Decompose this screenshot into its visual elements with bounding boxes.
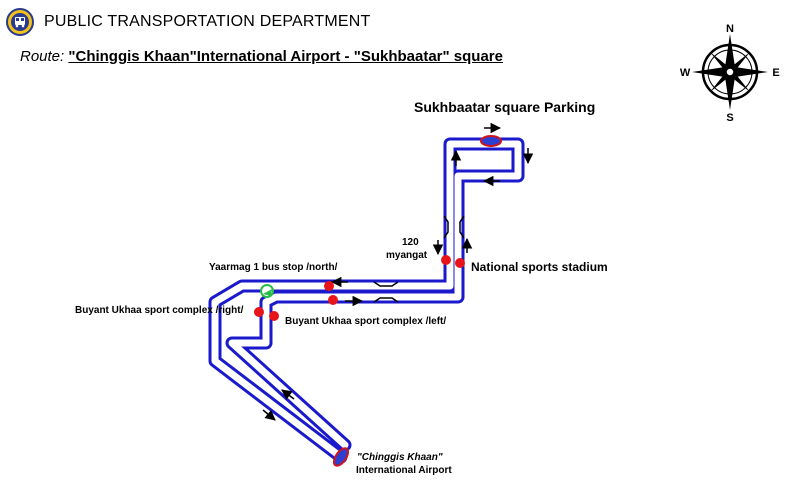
compass-rose-icon: N S W E [680, 23, 780, 122]
route-label: Route: [20, 48, 65, 65]
label-buyant-left: Buyant Ukhaa sport complex /left/ [285, 316, 447, 327]
direction-arrows [262, 122, 534, 421]
overpass-marker-horizontal [373, 281, 399, 303]
label-national-stadium: National sports stadium [471, 260, 608, 274]
department-title: PUBLIC TRANSPORTATION DEPARTMENT [44, 13, 371, 30]
route-title: Route: "Chinggis Khaan"International Air… [20, 48, 503, 65]
label-myangat-name: myangat [386, 250, 428, 261]
label-myangat-number: 120 [402, 237, 419, 248]
start-marker-icon [260, 284, 274, 298]
compass-north-label: N [726, 23, 734, 35]
terminal-sukhbaatar [480, 135, 502, 147]
compass-west-label: W [680, 67, 691, 79]
arrow-diag-up [281, 389, 295, 400]
label-sukhbaatar-parking: Sukhbaatar square Parking [414, 99, 596, 115]
label-buyant-right: Buyant Ukhaa sport complex /right/ [75, 305, 244, 316]
compass-south-label: S [726, 112, 733, 122]
stop-yaarmag-north [324, 281, 334, 291]
route-path [208, 137, 525, 464]
stop-national-stadium [455, 258, 465, 268]
stop-buyant-left [269, 311, 279, 321]
arrow-diag-down [262, 409, 276, 421]
route-path-inner [211, 140, 522, 461]
label-yaarmag: Yaarmag 1 bus stop /north/ [209, 262, 338, 273]
compass-east-label: E [772, 67, 779, 79]
label-airport-line2: International Airport [356, 465, 452, 476]
route-name: "Chinggis Khaan"International Airport - … [68, 48, 503, 65]
label-airport-line1: "Chinggis Khaan" [357, 452, 443, 463]
stop-buyant-right [254, 307, 264, 317]
overpass-marker-vertical [443, 215, 465, 239]
stop-yaarmag-south [328, 295, 338, 305]
terminal-airport [332, 447, 350, 467]
department-logo-icon [6, 8, 34, 36]
stop-myangat [441, 255, 451, 265]
